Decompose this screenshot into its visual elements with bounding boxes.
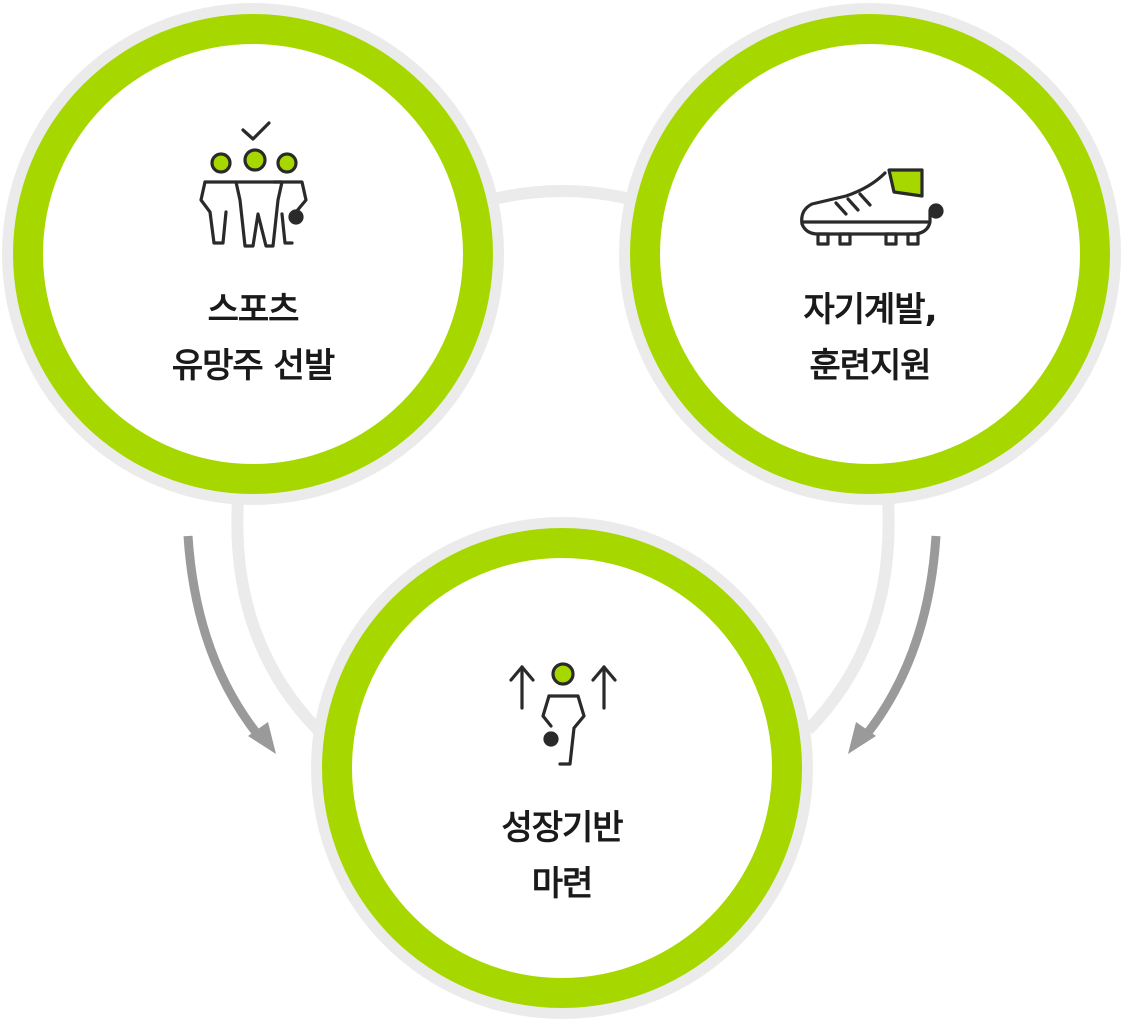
node-label-growth: 성장기반 마련 <box>412 800 712 912</box>
person-growth-icon <box>509 662 617 766</box>
connector-right <box>803 499 895 735</box>
node-label-line: 자기계발, <box>803 290 937 330</box>
flow-arrow-left <box>183 535 266 743</box>
node-label-line: 성장기반 <box>501 808 623 848</box>
connector-left <box>231 499 323 735</box>
node-label-training: 자기계발, 훈련지원 <box>720 282 1020 394</box>
connector-top <box>488 185 636 206</box>
node-label-line: 훈련지원 <box>809 346 931 386</box>
team-check-icon <box>199 121 308 248</box>
node-label-selection: 스포츠 유망주 선발 <box>103 282 403 394</box>
node-circle-training <box>619 3 1121 505</box>
flow-arrow-left-head <box>248 722 276 754</box>
node-label-line: 스포츠 <box>207 290 300 330</box>
node-label-line: 유망주 선발 <box>171 346 335 386</box>
node-circle-growth <box>311 517 813 1019</box>
node-label-line: 마련 <box>531 864 594 904</box>
flow-arrow-right <box>858 535 941 743</box>
soccer-cleat-icon <box>800 168 944 246</box>
flow-arrow-right-head <box>848 722 876 754</box>
node-circle-selection <box>2 3 504 505</box>
